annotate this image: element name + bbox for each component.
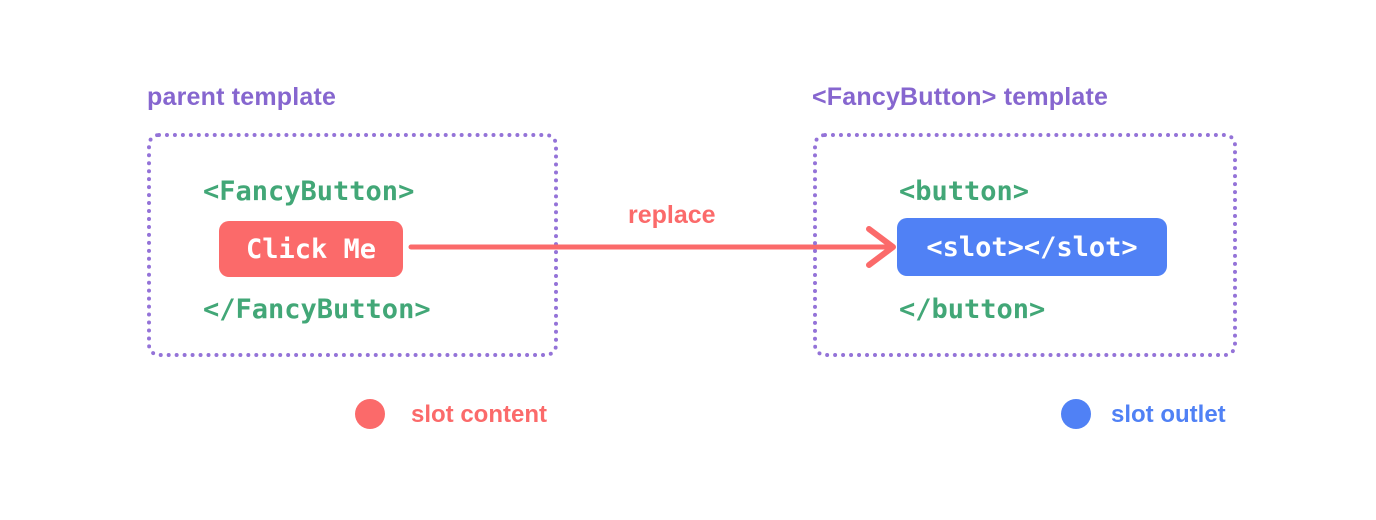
slot-outlet-dot [1061,399,1091,429]
button-open-tag: <button> [899,176,1030,207]
fancybutton-close-tag: </FancyButton> [203,294,431,325]
slot-code: <slot></slot> [926,231,1138,263]
slot-outlet-button: <slot></slot> [897,218,1167,276]
click-me-button: Click Me [219,221,403,277]
fancybutton-template-dashed-box [813,133,1237,357]
fancybutton-template-title: <FancyButton> template [812,83,1109,111]
button-close-tag: </button> [899,294,1046,325]
fancybutton-open-tag: <FancyButton> [203,176,415,207]
replace-label: replace [628,201,716,229]
parent-template-title: parent template [147,83,337,111]
click-me-button-label: Click Me [245,233,377,265]
slot-content-dot [355,399,385,429]
slot-outlet-label: slot outlet [1111,401,1226,428]
slot-content-label: slot content [411,401,547,428]
